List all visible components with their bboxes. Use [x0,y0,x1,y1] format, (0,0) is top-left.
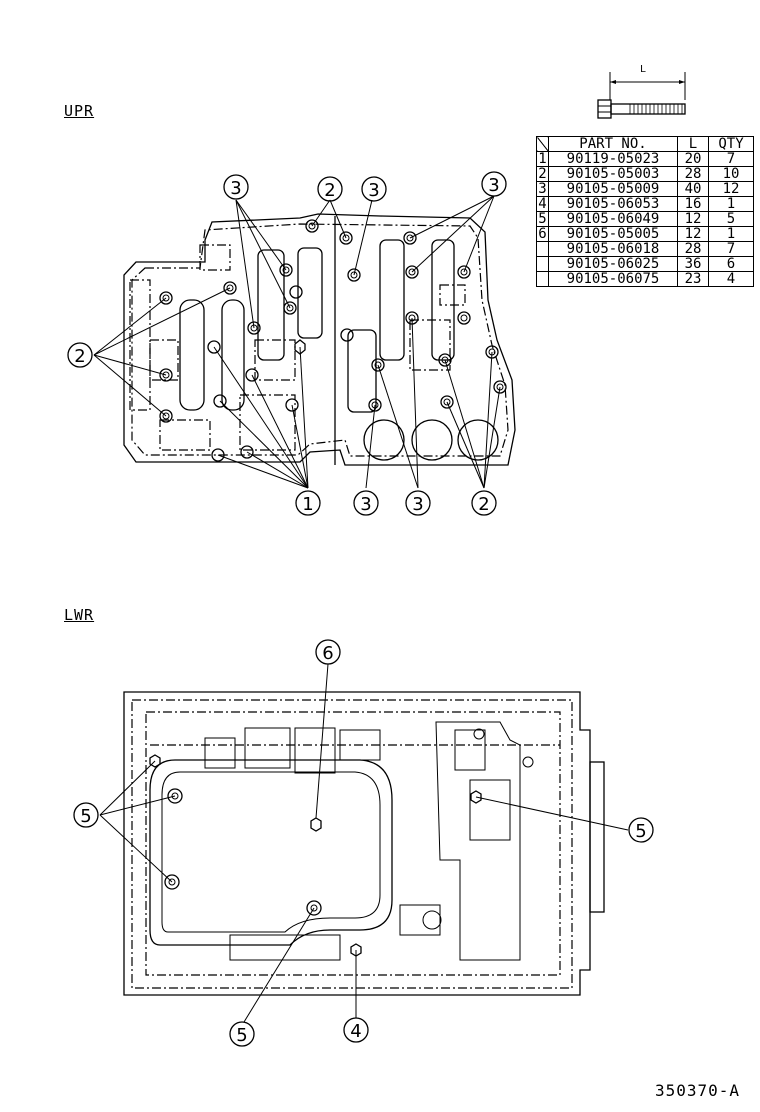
callout-3-top-right: 3 [481,171,507,197]
callout-3-top-left: 3 [223,174,249,200]
callout-5-bottom: 5 [229,1021,255,1047]
lower-bolts [149,728,534,957]
upper-section-label: UPR [64,102,95,120]
lower-valve-body [123,691,605,996]
svg-text:5: 5 [635,821,646,842]
svg-text:5: 5 [80,806,91,827]
upper-leader-lines [93,195,501,489]
svg-text:2: 2 [324,180,335,201]
svg-text:3: 3 [230,178,241,199]
header-index [536,136,549,152]
svg-text:3: 3 [488,175,499,196]
bolt-icon [597,72,686,119]
svg-text:2: 2 [478,494,489,515]
callout-5-left: 5 [73,802,99,828]
header-qty: QTY [708,136,754,152]
header-part-no: PART NO. [548,136,678,152]
parts-table-header: PART NO. L QTY [536,136,754,152]
svg-text:2: 2 [74,346,85,367]
svg-text:1: 1 [302,494,313,515]
callout-1-bottom: 1 [295,490,321,516]
lower-section-label: LWR [64,606,95,624]
callout-3-top-middle: 3 [361,176,387,202]
lower-leader-lines [99,663,629,1023]
svg-text:6: 6 [322,643,333,664]
bolt-length-label: L [640,64,647,75]
svg-text:3: 3 [412,494,423,515]
lower-callouts: 6 5 5 5 4 [73,639,654,1047]
upper-valve-body [123,213,516,466]
callout-2-top: 2 [317,176,343,202]
svg-text:5: 5 [236,1025,247,1046]
callout-4: 4 [343,1017,369,1043]
callout-3-bottom-left: 3 [353,490,379,516]
callout-6: 6 [315,639,341,665]
svg-text:3: 3 [360,494,371,515]
callout-2-left: 2 [67,342,93,368]
svg-text:3: 3 [368,180,379,201]
callout-3-bottom-middle: 3 [405,490,431,516]
figure-id: 350370-A [654,1081,740,1100]
svg-text:4: 4 [350,1021,361,1042]
callout-2-bottom-right: 2 [471,490,497,516]
upper-callouts: 3 2 3 3 2 1 3 3 2 [67,171,507,516]
callout-5-right: 5 [628,817,654,843]
header-length: L [677,136,709,152]
